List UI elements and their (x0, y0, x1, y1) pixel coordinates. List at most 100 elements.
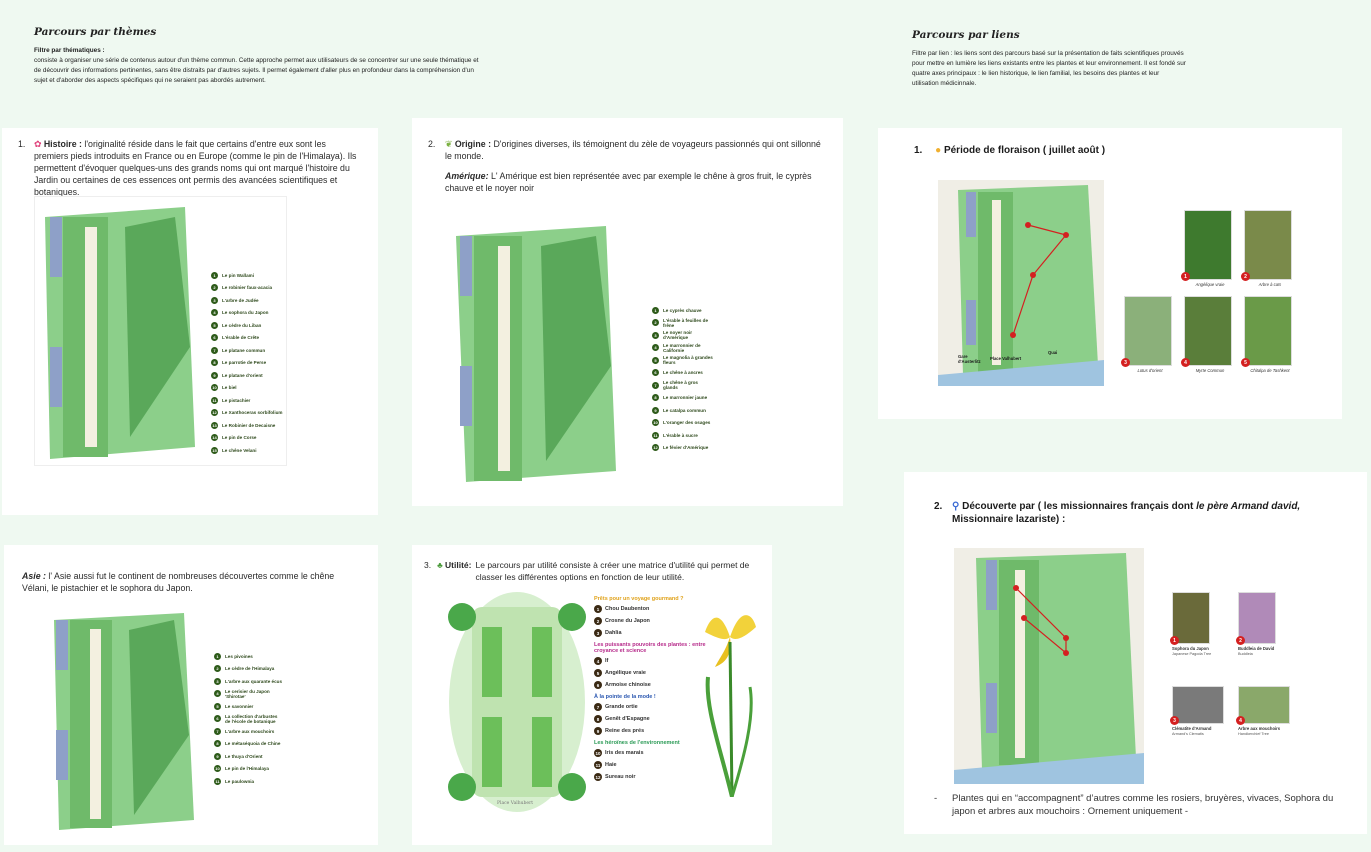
plant-photo[interactable] (1238, 686, 1290, 724)
utility-group-title: Les héroïnes de l'environnement (594, 740, 680, 746)
search-icon: ⚲ (952, 501, 960, 512)
card-utilite-title: Utilité: (445, 560, 472, 570)
legend-label: Le pin Wallami (222, 272, 254, 278)
utility-number: 11 (594, 761, 602, 769)
card-histoire: 1. ✿ Histoire : l'originalité réside dan… (2, 128, 378, 515)
photo-subcaption: Buddleia (1238, 652, 1253, 656)
utility-number: 12 (594, 773, 602, 781)
legend-label: Le noyer noir d'Amérique (663, 330, 693, 341)
legend-number: 1 (214, 652, 221, 660)
legend-label: Le marronnier jaune (663, 395, 708, 401)
legend-number: 1 (652, 306, 659, 314)
plant-photo[interactable] (1244, 210, 1292, 280)
garden-map[interactable] (954, 548, 1144, 784)
legend-number: 15 (211, 446, 218, 454)
legend-label: Le platane commun (222, 347, 266, 353)
legend-number: 1 (211, 271, 218, 279)
card-origine-title: Origine : (454, 139, 491, 149)
garden-map[interactable]: Gare d'Austerlitz Place Valhubert Quai (938, 180, 1104, 386)
utility-number: 1 (594, 605, 602, 613)
right-intro: Parcours par liens Filtre par lien : les… (912, 29, 1187, 89)
photo-caption: Clématite d'Armand (1172, 726, 1212, 731)
legend-label: L'arbre aux quarante écus (225, 678, 283, 684)
plant-photo[interactable] (1172, 592, 1210, 644)
photo-badge: 2 (1236, 636, 1245, 645)
legend-label: Le pin de l'Himalaya (225, 766, 269, 772)
plant-photo[interactable] (1124, 296, 1172, 366)
map-label: Place Valhubert (497, 801, 534, 806)
legend-number: 8 (652, 394, 659, 402)
legend-label: Le cerisier du Japon 'Shirotae' (225, 688, 270, 699)
legend-number: 11 (214, 777, 221, 785)
legend-label: Le parrotie de Perse (222, 360, 267, 366)
legend-number: 5 (652, 356, 659, 364)
photo-subcaption: Japanese Pagoda Tree (1172, 652, 1212, 656)
iris-illustration (705, 615, 756, 797)
plant-photo[interactable] (1184, 296, 1232, 366)
legend-number: 2 (652, 319, 659, 327)
legend-number: 8 (211, 359, 218, 367)
plant-photo[interactable] (1184, 210, 1232, 280)
card-origine-sublabel: Amérique: (445, 171, 489, 181)
card-histoire-number: 1. (18, 139, 26, 149)
legend-number: 10 (214, 765, 221, 773)
utility-number: 10 (594, 749, 602, 757)
legend-number: 6 (652, 369, 659, 377)
legend-label: Le pin de Corse (222, 435, 257, 441)
legend-label: Le thuya d'Orient (225, 753, 263, 759)
plant-photo[interactable] (1172, 686, 1224, 724)
legend-label: Le févier d'Amérique (663, 445, 709, 451)
legend-label: Le Xanthoceras sorbifolium (222, 410, 283, 416)
legend-item: 8 Le parrotie de Perse (211, 357, 283, 370)
photo-badge: 1 (1181, 272, 1190, 281)
right-intro-title: Parcours par liens (912, 29, 1020, 41)
legend-label: Les pivoines (225, 653, 253, 659)
photo-caption: Buddleia de David (1238, 646, 1275, 651)
plant-photo[interactable] (1238, 592, 1276, 644)
legend-label: Le cèdre du Liban (222, 322, 262, 328)
card-decouverte-title-c: Missionnaire lazariste) : (952, 514, 1066, 525)
legend-number: 9 (652, 406, 659, 414)
utility-group-title: Les puissants pouvoirs des plantes : ent… (594, 642, 706, 654)
utility-map[interactable]: Place Valhubert (442, 587, 592, 817)
plant-photo[interactable] (1244, 296, 1292, 366)
utility-label: Reine des prés (605, 728, 645, 734)
utility-label: Genêt d'Espagne (605, 716, 650, 722)
utility-group-title: À la pointe de la mode ! (594, 694, 656, 700)
card-decouverte: 2. ⚲ Découverte par ( les missionnaires … (904, 472, 1367, 834)
legend-number: 7 (652, 381, 659, 389)
legend-label: Le platane d'orient (222, 372, 263, 378)
legend-label: Le savonnier (225, 703, 254, 709)
legend-label: Le magnolia à grandes fleurs (663, 355, 713, 366)
map-label-gare: Gare d'Austerlitz (958, 354, 981, 364)
